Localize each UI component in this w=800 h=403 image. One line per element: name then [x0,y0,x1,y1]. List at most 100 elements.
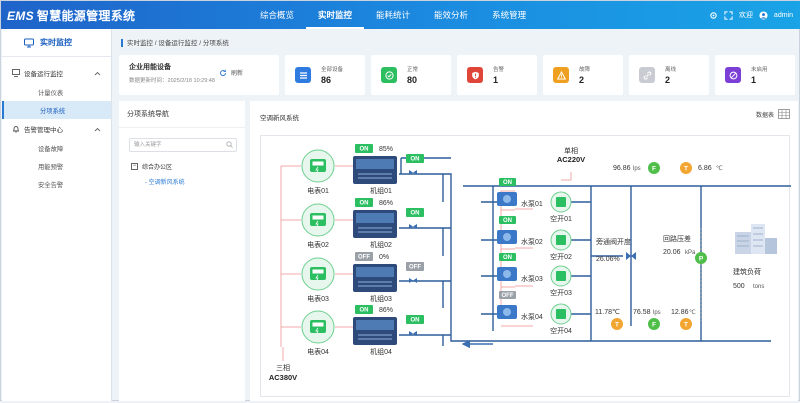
table-grid-icon[interactable] [778,109,790,119]
temp-return2-unit: ℃ [689,309,696,316]
refresh-button[interactable]: 刷新 [219,68,243,77]
shield-icon [467,67,483,83]
valve-02[interactable]: ON [406,208,424,229]
bypass-valve[interactable] [626,252,636,260]
flow-top-unit: lps [633,166,641,172]
unit-label: 机组03 [370,294,392,303]
kpi-row: 企业用能设备 数据更新时间：2025/2/18 10:29:48 刷新 全部设备… [119,55,799,95]
nav-item-overview[interactable]: 综合概览 [260,10,295,20]
sidebar: 实时监控 设备运行监控 计量仪表 分项系统 告警管理中心 设备故障 用能预警 安… [2,29,112,401]
sidebar-item-subsystems[interactable]: 分项系统 [2,101,111,119]
sidebar-title: 实时监控 [40,38,72,47]
pump-label: 水泵02 [521,237,543,246]
meter-01[interactable]: 电表01 [301,149,335,195]
tree-panel: 分项系统导航 输入关键字 −综合办公区 - 空调新风系统 [119,101,245,401]
flow-return-unit: lps [653,310,661,316]
tree-search-input[interactable]: 输入关键字 [129,138,237,152]
pressure-sensor[interactable]: P [695,252,707,264]
nav-item-system[interactable]: 系统管理 [492,10,527,20]
collapse-icon[interactable]: − [131,163,138,170]
load-label: 建筑负荷 [733,267,761,276]
temp-sensor-return[interactable]: T [611,318,623,330]
user-area: 欢迎 admin [709,1,793,29]
meter-02[interactable]: 电表02 [301,203,335,249]
unit-load: 86% [379,307,393,314]
breaker-label: 空开03 [550,288,572,297]
diagram-title: 空调新风系统 [260,115,299,122]
sidebar-group-device-monitor[interactable]: 设备运行监控 [2,63,111,83]
valve-state: OFF [409,265,421,271]
breaker-01[interactable]: 空开01 [550,191,572,223]
pressure-label: 回路压差 [663,234,691,243]
update-time-label: 数据更新时间： [129,78,168,84]
nav-item-energy-stats[interactable]: 能耗统计 [376,10,411,20]
breaker-04[interactable]: 空开04 [550,303,572,335]
kpi-label: 告警 [493,67,505,73]
pump-state: ON [503,218,512,224]
monitor-icon [24,38,34,47]
building-load[interactable]: 建筑负荷 500 tons [733,224,777,290]
diagram-panel: 空调新风系统 数据表 [250,101,800,401]
flow-sensor-return[interactable]: F [648,318,660,330]
chiller-unit-04[interactable]: ON 86% 机组04 [353,305,397,356]
pump-03[interactable]: ON 水泵03 [497,253,543,283]
flow-sensor-top[interactable]: F [648,162,660,174]
pump-01[interactable]: ON 水泵01 [497,178,543,208]
tree-node-office[interactable]: −综合办公区 [131,162,245,171]
single-phase-label: 单相 [564,146,578,155]
avatar-icon[interactable] [759,10,768,20]
bypass-value: 26.06% [596,256,620,263]
meter-03[interactable]: 电表03 [301,257,335,303]
update-time-value: 2025/2/18 10:29:48 [167,78,215,84]
sidebar-item-meters[interactable]: 计量仪表 [38,89,64,97]
load-unit: tons [753,284,764,290]
pump-state: ON [503,255,512,261]
summary-title: 企业用能设备 [129,64,171,71]
sensor-badge: F [652,322,656,329]
breaker-03[interactable]: 空开03 [550,265,572,297]
sidebar-item-safety-alarm[interactable]: 安全告警 [38,181,64,189]
temp-sensor-return2[interactable]: T [680,318,692,330]
pump-label: 水泵03 [521,274,543,283]
unit-load: 86% [379,200,393,207]
nav-item-efficiency[interactable]: 能效分析 [434,10,469,20]
sidebar-item-energy-warning[interactable]: 用能预警 [38,163,64,171]
chiller-unit-03[interactable]: OFF 0% 机组03 [353,252,397,303]
fullscreen-icon[interactable] [724,10,733,20]
valve-03[interactable]: OFF [406,262,424,283]
pump-02[interactable]: ON 水泵02 [497,216,543,246]
single-phase-voltage: AC220V [557,155,585,164]
sensor-badge: T [615,322,619,329]
three-phase-voltage: AC380V [269,373,297,382]
chiller-unit-01[interactable]: ON 85% 机组01 [353,144,397,195]
chiller-unit-02[interactable]: ON 86% 机组02 [353,198,397,249]
bell-icon [12,126,20,133]
settings-icon[interactable] [709,11,718,20]
table-view-label[interactable]: 数据表 [755,112,774,119]
sensor-badge: T [684,166,688,173]
tree-leaf-hvac[interactable]: - 空调新风系统 [145,180,185,186]
water-pipes [399,173,800,346]
sidebar-group-alarm-center[interactable]: 告警管理中心 [2,119,111,139]
temp-sensor-top[interactable]: T [680,162,692,174]
valve-04[interactable]: ON [406,315,424,336]
tree-title: 分项系统导航 [127,111,169,118]
sidebar-group-label: 告警管理中心 [24,127,63,134]
temp-return-value: 11.78℃ [595,309,620,316]
valve-01[interactable]: ON [406,154,424,175]
pump-04[interactable]: OFF 水泵04 [497,291,543,321]
breaker-02[interactable]: 空开02 [550,229,572,261]
nav-item-realtime[interactable]: 实时监控 [306,1,365,29]
kpi-value: 86 [321,75,332,85]
user-name[interactable]: admin [773,11,793,19]
sidebar-item-device-fault[interactable]: 设备故障 [38,145,64,153]
meter-04[interactable]: 电表04 [301,310,335,356]
